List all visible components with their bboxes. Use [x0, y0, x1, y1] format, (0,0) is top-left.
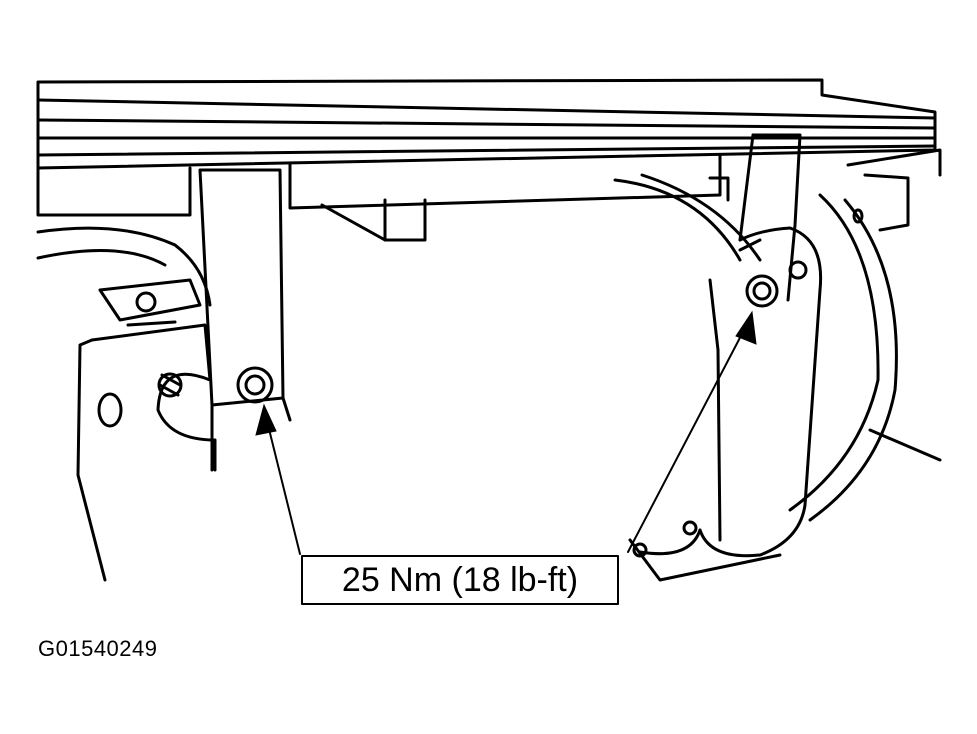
callout-box — [301, 555, 619, 605]
right-hanger-bracket — [628, 133, 823, 582]
muffler-body — [613, 148, 942, 556]
arrowhead-left — [255, 403, 277, 436]
left-bolt — [236, 366, 274, 404]
right-bolt — [745, 274, 779, 308]
leader-line-left — [267, 424, 301, 555]
arrowhead-right — [735, 310, 757, 345]
left-heat-shield — [36, 226, 217, 582]
figure-id: G01540249 — [38, 636, 158, 661]
torque-spec-label: 25 Nm (18 lb-ft) — [341, 561, 579, 599]
frame-rail — [36, 78, 937, 242]
leader-line-right — [627, 329, 745, 553]
left-hanger-bracket — [198, 168, 292, 472]
